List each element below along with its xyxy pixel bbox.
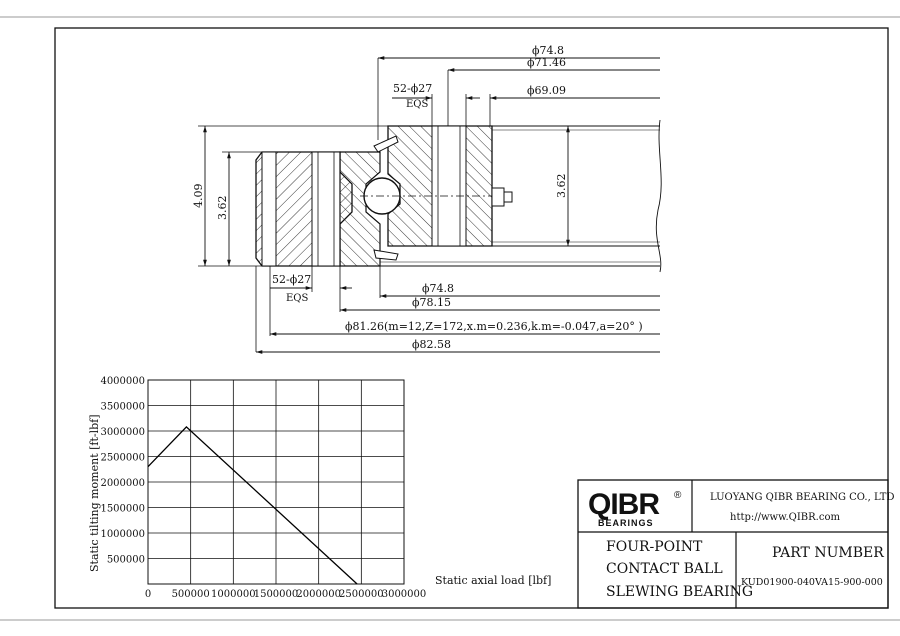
dim-bottom-holes: 52-ϕ27 bbox=[272, 273, 311, 286]
chart-grid bbox=[147, 379, 405, 585]
dim-top-d3: ϕ69.09 bbox=[527, 84, 566, 97]
title-block-frame bbox=[577, 479, 889, 609]
dim-bottom-d2: ϕ78.15 bbox=[412, 296, 451, 309]
outer-ring-face bbox=[261, 151, 277, 267]
chart-x-tick-label: 1000000 bbox=[211, 589, 256, 600]
chart-series-line bbox=[147, 425, 358, 585]
chart-y-tick-label: 3000000 bbox=[100, 427, 145, 438]
load-chart: 5000001000000150000020000002500000300000… bbox=[88, 376, 551, 600]
chart-y-tick-label: 3500000 bbox=[100, 402, 145, 413]
chart-x-axis-label: Static axial load [lbf] bbox=[435, 574, 551, 587]
company-website[interactable]: http://www.QIBR.com bbox=[730, 512, 840, 523]
chart-y-tick-label: 500000 bbox=[107, 555, 145, 566]
product-line-1: FOUR-POINT bbox=[606, 539, 703, 555]
dim-bottom-d1: ϕ74.8 bbox=[422, 282, 454, 295]
company-name: LUOYANG QIBR BEARING CO., LTD bbox=[710, 492, 894, 503]
top-dimensions: ϕ74.8 ϕ71.46 ϕ69.09 52-ϕ27 EQS bbox=[377, 44, 660, 140]
brand-logo-sub: BEARINGS bbox=[598, 518, 654, 528]
part-number-value: KUD01900-040VA15-900-000 bbox=[741, 577, 883, 588]
dim-top-holes-eqs: EQS bbox=[406, 99, 428, 110]
product-line-2: CONTACT BALL bbox=[606, 561, 723, 577]
inner-ring-bolt-hole bbox=[431, 125, 467, 247]
break-line bbox=[655, 119, 662, 273]
chart-x-tick-label: 0 bbox=[145, 589, 151, 600]
chart-y-ticks: 500000 1000000 1500000 2000000 2500000 300000… bbox=[100, 376, 145, 566]
chart-y-tick-label: 1000000 bbox=[100, 529, 145, 540]
chart-x-tick-label: 2500000 bbox=[339, 589, 384, 600]
drawing-frame bbox=[54, 27, 889, 609]
seal-bottom bbox=[373, 249, 399, 261]
brand-logo: QIBR bbox=[588, 488, 660, 521]
dim-top-d1: ϕ74.8 bbox=[532, 44, 564, 57]
dim-height-total-label: 4.09 bbox=[192, 184, 205, 209]
outer-ring-bolt-hole bbox=[311, 151, 341, 267]
chart-x-tick-label: 3000000 bbox=[382, 589, 427, 600]
brand-logo-registered: ® bbox=[674, 490, 682, 501]
dim-height-right-label: 3.62 bbox=[555, 174, 568, 199]
chart-x-tick-label: 1500000 bbox=[254, 589, 299, 600]
dim-bottom-d4: ϕ82.58 bbox=[412, 338, 451, 351]
chart-x-tick-label: 2000000 bbox=[296, 589, 341, 600]
dim-height-inner-label: 3.62 bbox=[216, 196, 229, 221]
chart-y-tick-label: 2000000 bbox=[100, 478, 145, 489]
dim-top-holes: 52-ϕ27 bbox=[393, 82, 432, 95]
part-number-label: PART NUMBER bbox=[772, 545, 884, 561]
grease-nipple bbox=[491, 187, 505, 207]
height-dimensions: 4.09 3.62 3.62 bbox=[192, 125, 570, 267]
dim-top-d2: ϕ71.46 bbox=[527, 56, 566, 69]
title-block: QIBR ® BEARINGS LUOYANG QIBR BEARING CO.… bbox=[577, 479, 894, 609]
product-line-3: SLEWING BEARING bbox=[606, 584, 753, 600]
dim-bottom-d3: ϕ81.26(m=12,Z=172,x.m=0.236,k.m=-0.047,a… bbox=[345, 320, 643, 333]
chart-series bbox=[147, 425, 358, 585]
chart-y-tick-label: 1500000 bbox=[100, 504, 145, 515]
grease-nipple-tip bbox=[503, 191, 513, 203]
bottom-dimensions: 52-ϕ27 EQS ϕ74.8 ϕ78.15 ϕ81.26(m=12,Z=17… bbox=[255, 266, 660, 354]
chart-y-axis-label: Static tilting moment [ft-lbf] bbox=[88, 414, 101, 572]
chart-y-tick-label: 2500000 bbox=[100, 453, 145, 464]
chart-x-tick-label: 500000 bbox=[172, 589, 210, 600]
bearing-section bbox=[255, 119, 662, 273]
chart-y-tick-label: 4000000 bbox=[100, 376, 145, 387]
dim-bottom-holes-eqs: EQS bbox=[286, 293, 308, 304]
seal-top bbox=[373, 135, 399, 153]
outer-ring-race bbox=[339, 151, 381, 267]
